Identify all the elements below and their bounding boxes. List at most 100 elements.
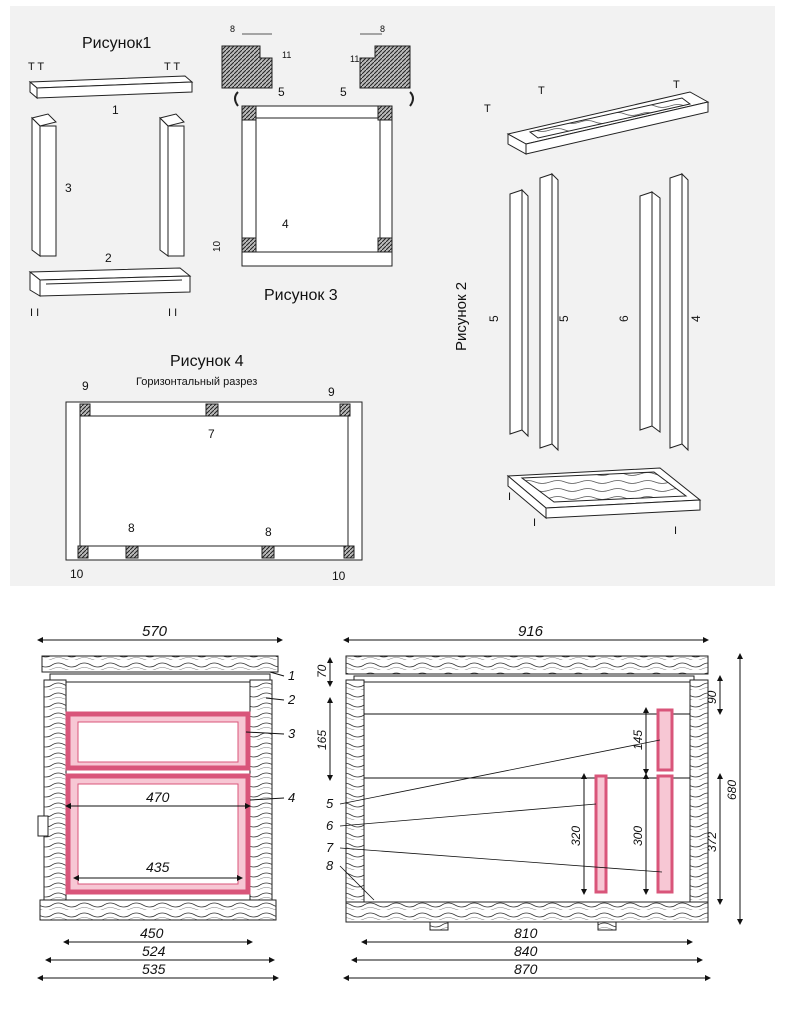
left-callout-3: 3: [288, 726, 296, 741]
fig2-mark-top-2: T: [538, 85, 545, 97]
dim-680: 680: [725, 780, 739, 800]
fig4-label-7: 7: [208, 427, 215, 441]
fig1-top-bar: [28, 75, 194, 100]
fig3-dim-11b: 11: [350, 54, 359, 64]
dim-70: 70: [315, 664, 329, 678]
assembly-drawing-sheet: Рисунок1 T T T T 1 3 2 I I: [10, 6, 775, 586]
right-callout-8: 8: [326, 858, 334, 873]
figure-3: 8 11 11 8 5 5 4 10 Рисунок 3: [212, 24, 414, 304]
fig1-label-3: 3: [65, 181, 72, 195]
left-section: 570 470 435 1 2 3 4 450 524 5: [37, 623, 296, 981]
fig2-mark-bottom-2: I: [533, 517, 536, 529]
fig3-profile-left: [221, 45, 273, 89]
fig1-marks-top-left: T T: [28, 61, 44, 73]
fig2-rail-2: [539, 172, 559, 452]
left-callout-2: 2: [287, 692, 296, 707]
right-callout-6: 6: [326, 818, 334, 833]
dim-524: 524: [142, 943, 166, 959]
dim-372: 372: [705, 832, 719, 852]
fig2-rail-label-1: 5: [487, 315, 501, 322]
fig2-rail-label-2: 5: [557, 315, 571, 322]
fig2-mark-bottom-1: I: [508, 491, 511, 503]
fig4-label-9-right: 9: [328, 385, 335, 399]
section-drawings-svg: 570 470 435 1 2 3 4 450 524 5: [37, 623, 743, 981]
fig1-title: Рисунок1: [82, 35, 151, 52]
fig2-rail-3: [639, 191, 661, 433]
fig2-mark-bottom-3: I: [674, 525, 677, 537]
fig1-side-post-left: [31, 113, 57, 257]
fig1-label-1: 1: [112, 103, 119, 117]
right-frame-profile-lower: [656, 774, 674, 894]
fig4-title: Рисунок 4: [170, 353, 244, 370]
fig1-label-2: 2: [105, 251, 112, 265]
fig2-top-assembly: [506, 91, 710, 155]
fig2-rail-4: [669, 172, 689, 452]
right-roof: [345, 655, 709, 675]
fig1-side-post-right: [159, 113, 185, 257]
dim-870: 870: [514, 961, 538, 977]
dim-916: 916: [518, 623, 544, 640]
left-ceiling-board: [49, 673, 271, 683]
fig1-marks-bottom-left: I I: [30, 307, 39, 319]
fig2-rail-label-3: 6: [617, 315, 631, 322]
right-wall-left: [345, 679, 365, 903]
fig3-dim-8a: 8: [230, 24, 235, 34]
fig3-title: Рисунок 3: [264, 287, 338, 304]
fig2-rail-label-4: 4: [689, 315, 703, 322]
fig4-label-10-left: 10: [70, 567, 84, 581]
fig3-profile-right: [359, 45, 411, 89]
fig2-mark-top-3: T: [673, 79, 680, 91]
fig2-bottom-assembly: [506, 467, 702, 520]
fig2-title: Рисунок 2: [453, 282, 470, 351]
fig2-mark-top-1: T: [484, 103, 491, 115]
fig4-label-10-right: 10: [332, 569, 346, 583]
dim-300: 300: [631, 826, 645, 846]
section-drawings: 570 470 435 1 2 3 4 450 524 5: [0, 600, 788, 1008]
fig3-label-5b: 5: [340, 85, 347, 99]
dim-145: 145: [631, 730, 645, 750]
left-wall-right: [249, 679, 273, 901]
right-frame-insert: [594, 774, 608, 894]
left-callout-1: 1: [288, 668, 295, 683]
figure-2: T T T Рисунок 2 5 5 6 4: [453, 79, 710, 537]
fig4-section: [65, 401, 363, 561]
right-frame-profile-upper: [656, 708, 674, 772]
assembly-drawing: Рисунок1 T T T T 1 3 2 I I: [28, 24, 710, 583]
left-roof: [41, 655, 279, 673]
right-callout-7: 7: [326, 840, 334, 855]
fig1-bottom-bar: [28, 267, 192, 297]
dim-435: 435: [146, 859, 170, 875]
fig3-dim-10: 10: [212, 240, 223, 252]
fig3-label-4: 4: [282, 217, 289, 231]
right-ceiling-board: [353, 675, 695, 683]
dim-470: 470: [146, 789, 170, 805]
fig3-arrow-left-icon: [234, 91, 239, 107]
fig4-subtitle: Горизонтальный разрез: [136, 376, 257, 388]
fig3-arrow-right-icon: [409, 91, 414, 107]
fig3-label-5a: 5: [278, 85, 285, 99]
right-section: 916 70 165 90 145 320 300 372 680: [315, 623, 743, 981]
fig4-label-8-right: 8: [265, 525, 272, 539]
right-wall-right: [689, 679, 709, 903]
figure-4: Рисунок 4 Горизонтальный разрез 9 9 7 8 …: [65, 353, 363, 583]
dim-450: 450: [140, 925, 164, 941]
fig2-rail-1: [509, 188, 529, 438]
dim-90: 90: [705, 690, 719, 704]
dim-320: 320: [569, 826, 583, 846]
dim-810: 810: [514, 925, 538, 941]
dim-570: 570: [142, 623, 168, 640]
fig4-label-8-left: 8: [128, 521, 135, 535]
dim-165: 165: [315, 730, 329, 750]
dim-840: 840: [514, 943, 538, 959]
right-bottom-board: [345, 901, 709, 923]
fig1-marks-top-right: T T: [164, 61, 180, 73]
fig4-label-9-left: 9: [82, 379, 89, 393]
fig3-dim-11a: 11: [282, 50, 291, 60]
fig1-marks-bottom-right: I I: [168, 307, 177, 319]
left-wall-left: [43, 679, 67, 901]
fig3-frame: [241, 105, 393, 267]
left-bottom-board: [39, 899, 277, 921]
left-entrance: [37, 815, 49, 837]
fig3-dim-8b: 8: [380, 24, 385, 34]
